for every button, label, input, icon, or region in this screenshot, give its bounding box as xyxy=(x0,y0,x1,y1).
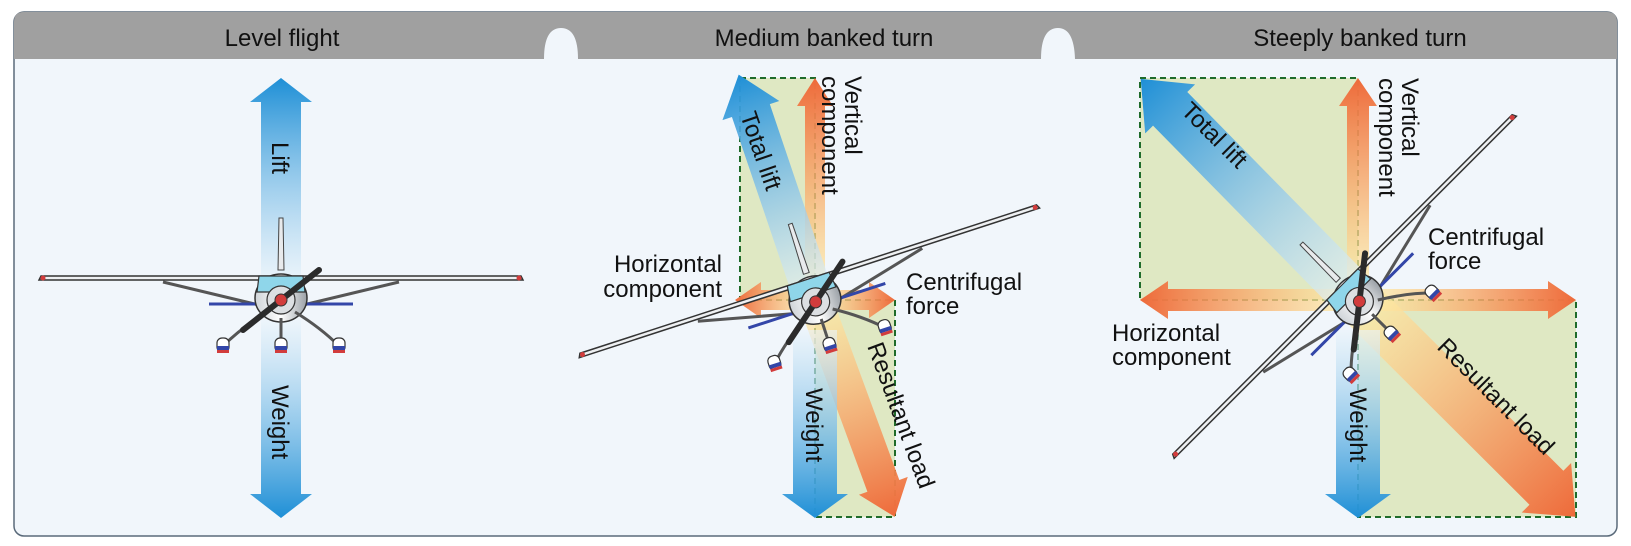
panel-steep-bank: Total lift Vertical component Horizontal… xyxy=(1112,54,1577,518)
vertical-component-arrow xyxy=(1339,78,1377,290)
lift-label: Lift xyxy=(266,142,293,174)
vertical-label-line1: Vertical xyxy=(839,76,866,155)
panel-level-flight: Lift Weight xyxy=(39,78,523,518)
centrifugal-label-line1: Centrifugal xyxy=(1428,224,1544,251)
weight-arrow xyxy=(250,320,312,518)
weight-arrow xyxy=(782,330,848,518)
panel-2-title: Medium banked turn xyxy=(715,25,934,52)
resultant-load-arrow xyxy=(1341,282,1576,517)
horizontal-component-arrow xyxy=(1140,281,1350,319)
lift-arrow xyxy=(250,78,312,285)
horizontal-label-line1: Horizontal xyxy=(614,251,722,278)
vertical-label-line1: Vertical xyxy=(1396,78,1423,157)
total-lift-arrow xyxy=(722,74,834,307)
vertical-label-line2: component xyxy=(816,76,843,195)
weight-label-2: Weight xyxy=(800,388,827,463)
centrifugal-label-line1: Centrifugal xyxy=(906,269,1022,296)
vertical-label-line2: component xyxy=(1373,78,1400,197)
weight-label-3: Weight xyxy=(1344,388,1371,463)
weight-label-1: Weight xyxy=(266,385,293,460)
panel-medium-bank: Total lift Vertical component Horizontal… xyxy=(560,74,1062,518)
horizontal-label-line2: component xyxy=(1112,344,1231,371)
horizontal-label-line1: Horizontal xyxy=(1112,320,1220,347)
centrifugal-label-line2: force xyxy=(906,293,959,320)
centrifugal-force-arrow xyxy=(1366,281,1576,319)
centrifugal-label-line2: force xyxy=(1428,248,1481,275)
horizontal-label-line2: component xyxy=(603,276,722,303)
weight-arrow xyxy=(1325,330,1391,518)
panel-1-title: Level flight xyxy=(225,25,340,52)
panel-3-title: Steeply banked turn xyxy=(1253,25,1466,52)
header-strip xyxy=(14,12,1617,59)
